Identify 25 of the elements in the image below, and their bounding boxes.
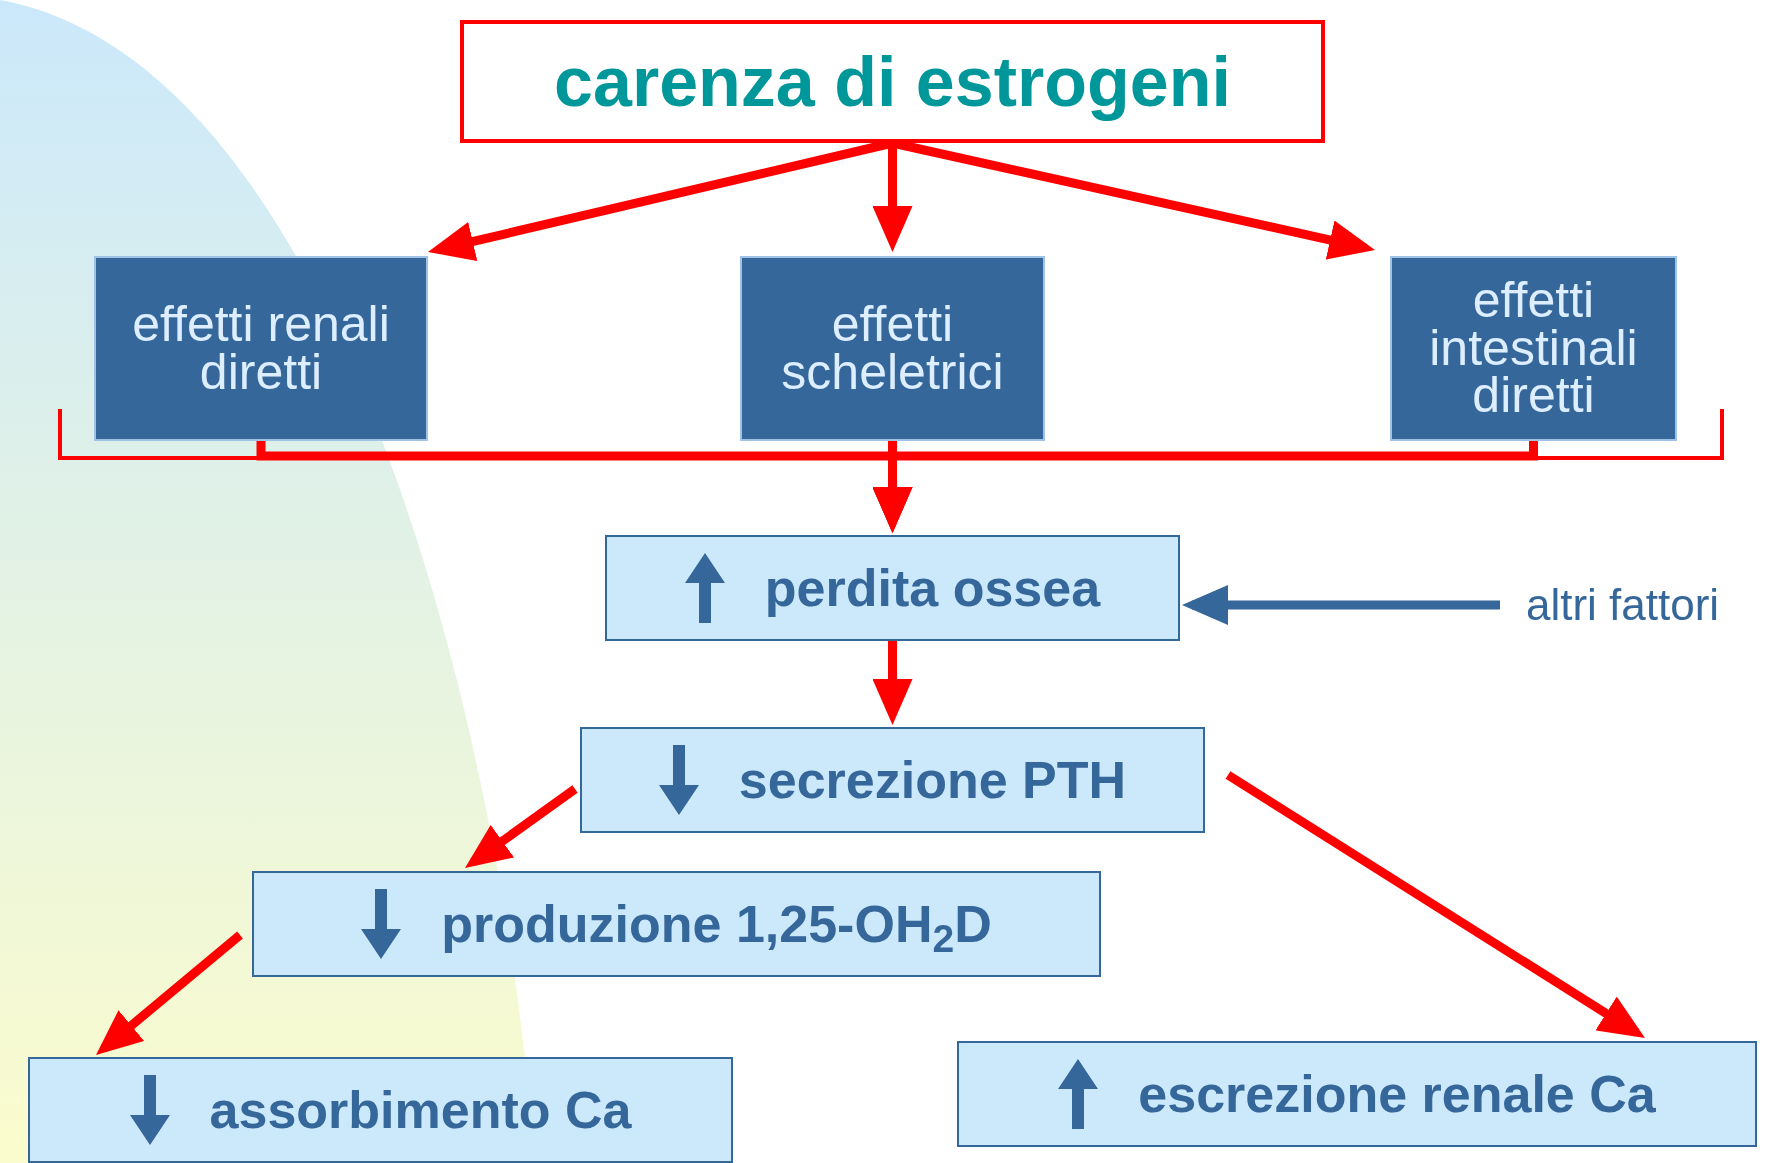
arrow (1225, 771, 1645, 1038)
process-box (252, 871, 1101, 977)
effect-box (1390, 256, 1677, 441)
arrow (465, 785, 578, 868)
arrow (872, 641, 913, 725)
label-text: assorbimento Ca (209, 1080, 632, 1141)
arrow (1182, 585, 1500, 625)
label-text: altri fattori (1525, 579, 1720, 631)
label-text: effetti scheletrici (780, 301, 1005, 396)
label-text: secrezione PTH (738, 750, 1127, 811)
label-text: produzione 1,25-OH$_{2}$D (441, 894, 992, 962)
arrow (872, 143, 913, 252)
arrow (872, 441, 1538, 533)
process-box (28, 1057, 733, 1163)
title-box (460, 20, 1325, 143)
label-text: effetti intestinali diretti (1428, 277, 1639, 420)
process-box (580, 727, 1205, 833)
effect-box (94, 256, 428, 441)
process-box (957, 1041, 1757, 1147)
label-text: effetti renali diretti (131, 301, 391, 396)
effect-box (740, 256, 1045, 441)
label-text: perdita ossea (764, 558, 1101, 619)
label-text: escrezione renale Ca (1138, 1064, 1656, 1125)
process-box (605, 535, 1180, 641)
arrow (96, 931, 243, 1055)
